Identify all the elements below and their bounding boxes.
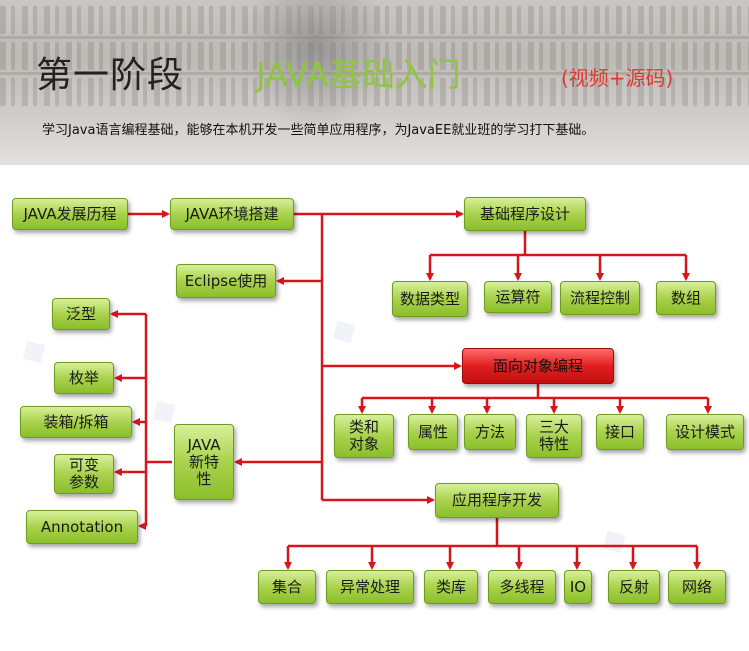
node-arrays: 数组 (656, 281, 716, 315)
course-extras: (视频+源码) (561, 66, 674, 90)
course-description: 学习Java语言编程基础，能够在本机开发一些简单应用程序，为JavaEE就业班的… (42, 123, 595, 138)
node-io: IO (564, 570, 592, 604)
header-banner: 第一阶段 JAVA基础入门 (视频+源码) 学习Java语言编程基础，能够在本机… (0, 0, 749, 165)
node-eclipse: Eclipse使用 (176, 264, 276, 298)
node-flow-control: 流程控制 (560, 281, 640, 315)
node-methods: 方法 (464, 414, 516, 450)
node-network: 网络 (668, 570, 726, 604)
node-class-library: 类库 (424, 570, 478, 604)
node-operators: 运算符 (484, 281, 552, 313)
node-annotation: Annotation (26, 510, 138, 544)
node-three-features: 三大 特性 (526, 414, 582, 458)
node-java-env: JAVA环境搭建 (170, 198, 294, 230)
course-title: JAVA基础入门 (256, 55, 461, 94)
stage-title: 第一阶段 (36, 55, 185, 96)
node-new-features: JAVA 新特 性 (174, 424, 234, 500)
node-boxing: 装箱/拆箱 (20, 406, 132, 438)
statue-image (240, 0, 390, 130)
node-exceptions: 异常处理 (326, 570, 414, 604)
node-oop: 面向对象编程 (462, 348, 614, 384)
node-collections: 集合 (258, 570, 316, 604)
node-basic-programming: 基础程序设计 (464, 197, 586, 231)
node-design-patterns: 设计模式 (666, 414, 744, 450)
node-java-history: JAVA发展历程 (12, 198, 128, 230)
node-generics: 泛型 (52, 298, 110, 330)
node-data-types: 数据类型 (392, 281, 468, 317)
node-interface: 接口 (596, 414, 644, 450)
node-reflection: 反射 (608, 570, 660, 604)
node-multithreading: 多线程 (488, 570, 556, 604)
node-enum: 枚举 (54, 362, 114, 394)
node-varargs: 可变 参数 (54, 454, 114, 494)
node-app-development: 应用程序开发 (435, 483, 559, 518)
node-attributes: 属性 (408, 414, 458, 450)
node-class-object: 类和 对象 (334, 414, 394, 458)
